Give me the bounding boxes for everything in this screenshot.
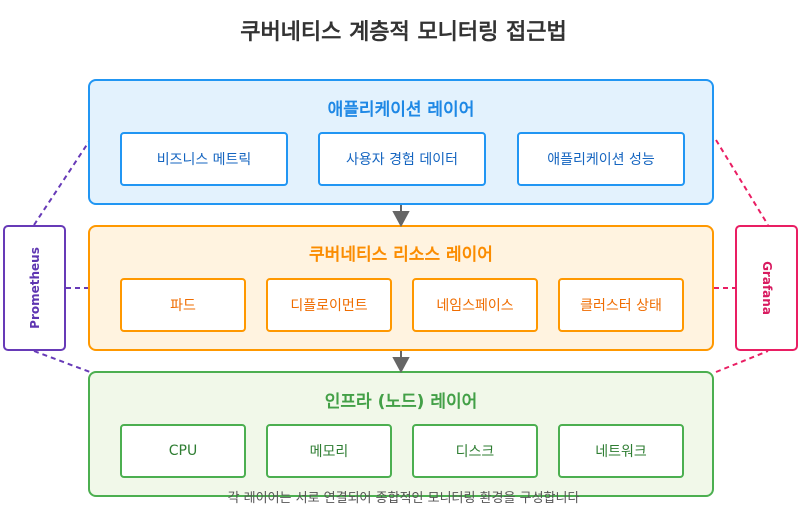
- network-box: 네트워크: [558, 424, 684, 478]
- deployment-box: 디플로이먼트: [266, 278, 392, 332]
- grafana-label: Grafana: [759, 261, 774, 315]
- namespace-box: 네임스페이스: [412, 278, 538, 332]
- kubernetes-layer: 쿠버네티스 리소스 레이어 파드 디플로이먼트 네임스페이스 클러스터 상태: [88, 225, 714, 351]
- prometheus-panel: Prometheus: [3, 225, 66, 351]
- prometheus-label: Prometheus: [27, 247, 42, 329]
- prometheus-link-app: [33, 139, 91, 226]
- arrow-down-icon: [392, 357, 410, 374]
- disk-box: 디스크: [412, 424, 538, 478]
- memory-box: 메모리: [266, 424, 392, 478]
- kubernetes-layer-title: 쿠버네티스 리소스 레이어: [309, 245, 493, 265]
- grafana-panel: Grafana: [735, 225, 798, 351]
- cluster-state-box: 클러스터 상태: [558, 278, 684, 332]
- pod-box: 파드: [120, 278, 246, 332]
- grafana-link-app: [715, 139, 769, 226]
- user-experience-box: 사용자 경험 데이터: [318, 132, 486, 186]
- app-performance-box: 애플리케이션 성능: [517, 132, 685, 186]
- infrastructure-layer-title: 인프라 (노드) 레이어: [324, 392, 478, 412]
- business-metrics-box: 비즈니스 메트릭: [120, 132, 288, 186]
- prometheus-link-infra: [33, 350, 91, 373]
- cpu-box: CPU: [120, 424, 246, 478]
- application-layer-title: 애플리케이션 레이어: [327, 100, 475, 120]
- footer-caption: 각 레이어는 서로 연결되어 종합적인 모니터링 환경을 구성합니다: [227, 491, 580, 506]
- diagram-title: 쿠버네티스 계층적 모니터링 접근법: [240, 20, 567, 45]
- arrow-down-icon: [392, 211, 410, 228]
- application-layer: 애플리케이션 레이어 비즈니스 메트릭 사용자 경험 데이터 애플리케이션 성능: [88, 79, 714, 205]
- grafana-link-infra: [715, 350, 769, 373]
- infrastructure-layer: 인프라 (노드) 레이어 CPU 메모리 디스크 네트워크: [88, 371, 714, 497]
